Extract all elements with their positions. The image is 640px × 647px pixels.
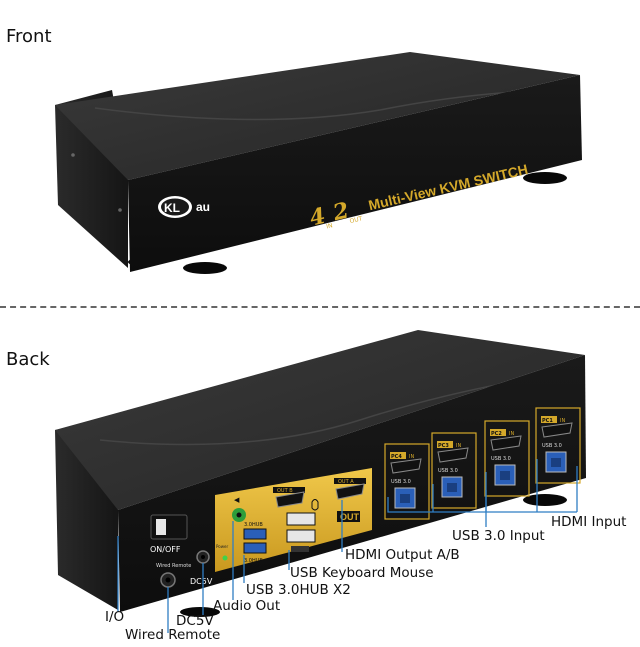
badge-4: 4 (307, 203, 328, 232)
power-label: ON/OFF (150, 545, 181, 554)
power-led-label: Power (216, 544, 228, 549)
badge-out: OUT (349, 215, 363, 225)
out-a-label: OUT A (338, 479, 354, 485)
callout-usb-keyboard-mouse: USB Keyboard Mouse (290, 565, 434, 581)
callout-usb-hub: USB 3.0HUB X2 (246, 582, 351, 598)
usb-mouse-port[interactable] (286, 512, 316, 526)
brand-logo-text: KL (164, 201, 180, 215)
out-box-label: OUT (340, 512, 360, 522)
pc3-usb-label: USB 3.0 (438, 468, 458, 474)
section-divider (0, 306, 640, 308)
callout-hdmi-input: HDMI Input (551, 514, 627, 530)
pc1-usb-label: USB 3.0 (542, 443, 562, 449)
pc4-usb-label: USB 3.0 (391, 479, 411, 485)
callout-hdmi-output: HDMI Output A/B (345, 547, 460, 563)
mouse-icon (311, 499, 319, 511)
callout-usb30-input: USB 3.0 Input (452, 528, 545, 544)
pc3-name: PC3 (438, 443, 449, 449)
badge-in: IN (326, 222, 334, 230)
callout-audio-out: Audio Out (213, 598, 281, 614)
pc2-in: IN (509, 431, 514, 437)
front-unit: KL au 4 IN 2 OUT Multi-View KVM SWITCH (55, 52, 582, 274)
hub-label-bottom: 3.0HUB (244, 558, 263, 564)
pc2-hdmi-port[interactable] (490, 435, 522, 451)
badge-2: 2 (330, 197, 352, 226)
pc2-usb-label: USB 3.0 (491, 456, 511, 462)
wired-remote-port-label: Wired Remote (156, 563, 191, 569)
pc3-hdmi-port[interactable] (437, 447, 469, 463)
keyboard-icon (291, 546, 309, 552)
pc3-in: IN (456, 443, 461, 449)
callout-dc5v: DC5V (176, 613, 214, 629)
hdmi-out-a-port[interactable] (335, 483, 365, 500)
power-led (222, 555, 228, 561)
pc3-input-block: PC3 IN USB 3.0 (431, 432, 477, 509)
brand-logo: KL au (158, 196, 210, 218)
front-section-title: Front (6, 26, 52, 47)
usb-keyboard-port[interactable] (286, 529, 316, 543)
dc-port-label: DC5V (190, 577, 213, 586)
pc1-in: IN (560, 418, 565, 424)
pc4-hdmi-port[interactable] (390, 458, 422, 474)
back-section-title: Back (6, 349, 50, 370)
usb-hub-port-2[interactable] (243, 542, 267, 554)
back-unit: ON/OFF Wired Remote DC5V ◀ Power 3.0HUB … (55, 330, 586, 617)
pc4-input-block: PC4 IN USB 3.0 (384, 443, 430, 520)
callout-wired-remote: Wired Remote (125, 627, 221, 643)
speaker-icon: ◀ (234, 496, 240, 504)
out-b-label-box (273, 487, 305, 493)
out-a-label-box (334, 478, 366, 484)
pc4-in: IN (409, 454, 414, 460)
callout-line-hdmi-input-bracket (387, 459, 577, 513)
usb-hub-port-1[interactable] (243, 528, 267, 540)
pc1-hdmi-port[interactable] (541, 422, 573, 438)
callout-lines (117, 459, 578, 633)
callout-io: I/O (105, 609, 125, 625)
pc1-name: PC1 (542, 418, 553, 424)
hub-label-top: 3.0HUB (244, 522, 263, 528)
pc1-input-block: PC1 IN USB 3.0 (535, 407, 581, 484)
pc2-input-block: PC2 IN USB 3.0 (484, 420, 530, 497)
brand-suffix-text: au (196, 200, 210, 214)
pc4-name: PC4 (391, 454, 402, 460)
power-rocker (156, 519, 166, 535)
out-b-label: OUT B (277, 488, 293, 494)
out-box (337, 511, 360, 522)
pc2-name: PC2 (491, 431, 502, 437)
hdmi-out-b-port[interactable] (275, 491, 305, 508)
